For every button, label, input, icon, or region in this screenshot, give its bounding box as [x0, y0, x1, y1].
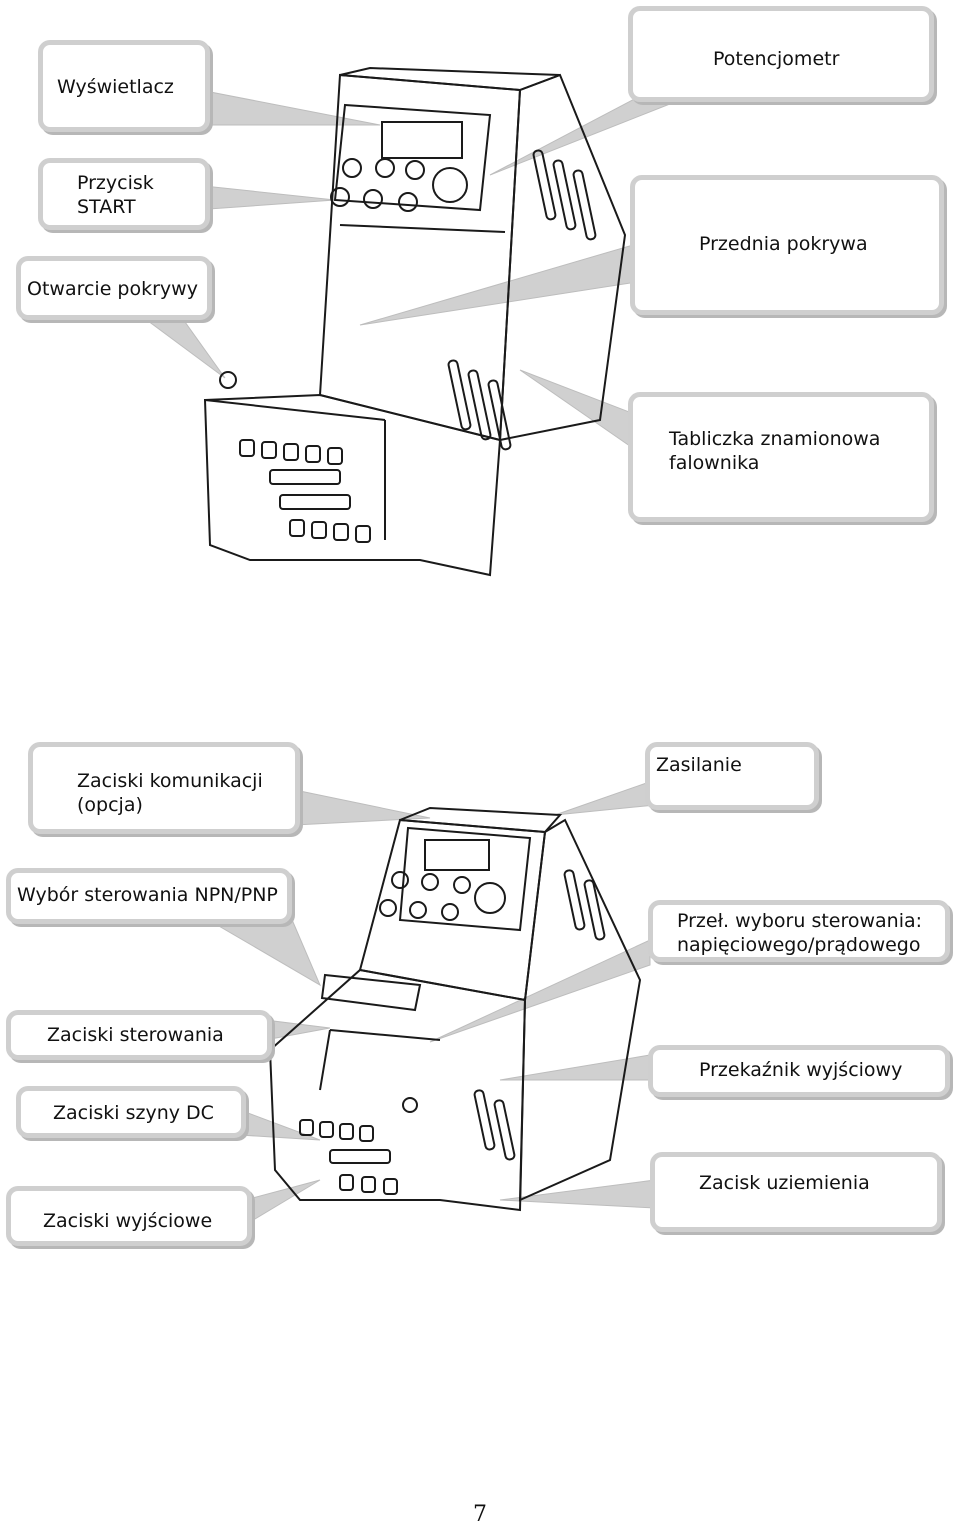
label-tabliczka-line1: Tabliczka znamionowa — [669, 428, 881, 450]
callout-zacisk-uziemienia: Zacisk uziemienia — [650, 1152, 942, 1232]
label-potencjometr: Potencjometr — [713, 48, 840, 70]
label-przednia-pokrywa: Przednia pokrywa — [699, 233, 868, 255]
inverter-open-body — [268, 806, 642, 1212]
callout-tabliczka-znamionowa: Tabliczka znamionowa falownika — [628, 392, 934, 522]
callout-zaciski-sterowania: Zaciski sterowania — [6, 1010, 272, 1060]
inverter-open-drawing — [198, 779, 656, 1226]
label-otwarcie-pokrywy: Otwarcie pokrywy — [27, 278, 198, 300]
potentiometer-knob — [432, 167, 468, 203]
callout-pointers-2 — [198, 779, 656, 1226]
label-zacisk-uziemienia: Zacisk uziemienia — [699, 1172, 870, 1194]
potentiometer-knob-2 — [474, 882, 506, 914]
label-zaciski-szyny-dc: Zaciski szyny DC — [53, 1102, 214, 1124]
label-zaciski-wyjsciowe: Zaciski wyjściowe — [43, 1210, 213, 1232]
callout-przel-wyboru: Przeł. wyboru sterowania: napięciowego/p… — [648, 900, 950, 962]
label-przycisk-start-line2: START — [77, 196, 136, 218]
callout-zasilanie: Zasilanie — [645, 742, 819, 810]
callout-zaciski-komunikacji: Zaciski komunikacji (opcja) — [28, 742, 300, 834]
callout-otwarcie-pokrywy: Otwarcie pokrywy — [16, 256, 212, 320]
inverter-open-diagram: Zaciski komunikacji (opcja) Zasilanie Wy… — [0, 730, 960, 1290]
callout-zaciski-szyny-dc: Zaciski szyny DC — [16, 1086, 246, 1138]
callout-potencjometr: Potencjometr — [628, 6, 934, 102]
inverter-front-diagram: Wyświetlacz Potencjometr Przycisk START … — [0, 0, 960, 600]
label-wybor-npn-pnp: Wybór sterowania NPN/PNP — [17, 884, 278, 906]
keypad-buttons-2 — [379, 871, 506, 921]
label-przel-line2: napięciowego/prądowego — [677, 934, 921, 956]
side-vents-2 — [473, 869, 606, 1161]
callout-przekaznik: Przekaźnik wyjściowy — [648, 1045, 950, 1097]
callout-przycisk-start: Przycisk START — [38, 158, 210, 230]
label-przel-line1: Przeł. wyboru sterowania: — [677, 910, 923, 932]
cover-screw — [219, 371, 237, 389]
label-wyswietlacz: Wyświetlacz — [57, 76, 174, 98]
page-number: 7 — [473, 1502, 487, 1527]
keypad-buttons — [330, 158, 468, 212]
terminal-openings — [239, 439, 371, 543]
callout-zaciski-wyjsciowe: Zaciski wyjściowe — [6, 1186, 252, 1246]
label-zasilanie: Zasilanie — [656, 754, 742, 776]
label-zaciski-sterowania: Zaciski sterowania — [47, 1024, 224, 1046]
label-przekaznik: Przekaźnik wyjściowy — [699, 1059, 903, 1081]
label-zaciski-komunikacji-line1: Zaciski komunikacji — [77, 770, 263, 792]
inverter-drawing — [138, 66, 681, 577]
label-przycisk-start-line1: Przycisk — [77, 172, 154, 194]
callout-przednia-pokrywa: Przednia pokrywa — [630, 175, 944, 315]
label-tabliczka-line2: falownika — [669, 452, 760, 474]
label-zaciski-komunikacji-line2: (opcja) — [77, 794, 143, 816]
terminal-openings-2 — [299, 1097, 418, 1195]
side-vents — [447, 149, 597, 451]
callout-wybor-npn-pnp: Wybór sterowania NPN/PNP — [6, 868, 292, 924]
callout-wyswietlacz: Wyświetlacz — [38, 40, 210, 132]
